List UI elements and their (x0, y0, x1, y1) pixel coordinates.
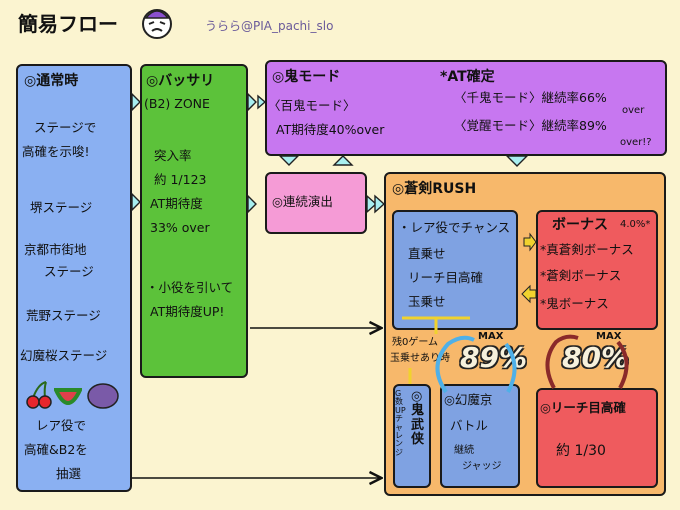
connector-triangle (131, 192, 141, 212)
plum-icon (86, 380, 120, 410)
loop-rate-right: 80% (562, 341, 630, 374)
remaining-note: 玉乗せあり時 (390, 353, 450, 364)
chance-line: 直乗せ (408, 246, 446, 261)
zone-line: 約 1/123 (154, 172, 207, 187)
bonus-panel (536, 210, 658, 330)
zone-panel (140, 64, 248, 378)
normal-foot: 抽選 (56, 466, 82, 481)
zone-note: AT期待度UP! (150, 304, 225, 319)
connector-triangle (374, 194, 386, 214)
kakusei-mode-line: 〈覚醒モード〉継続率89% (454, 118, 607, 133)
chance-line: 玉乗せ (408, 294, 446, 309)
loop-arrow-left (504, 342, 517, 393)
oni-bushi-panel (393, 384, 431, 488)
oni-heading: ◎鬼モード (272, 69, 341, 85)
rare-chance-panel (392, 210, 518, 330)
kakusei-mode-tail: over!? (620, 137, 652, 148)
bonus-item: *蒼剣ボーナス (540, 268, 622, 283)
yellow-arrow (521, 284, 537, 304)
watermelon-icon (52, 386, 84, 410)
normal-foot: 高確&B2を (24, 442, 88, 457)
oni-line: 〈百鬼モード〉 (268, 98, 356, 113)
max-label: MAX (596, 331, 622, 342)
senki-mode-line: 〈千鬼モード〉継続率66% (454, 90, 607, 105)
normal-line: 高確を示唆! (22, 144, 90, 159)
loop-arrow-right (616, 340, 629, 389)
normal-state-panel (16, 64, 132, 492)
chance-line: ・レア役でチャンス (398, 220, 511, 235)
oni-mode-panel (265, 60, 667, 156)
zone-note: ・小役を引いて (146, 280, 234, 295)
at-confirm-heading: *AT確定 (440, 69, 495, 85)
bonus-sub: 4.0%* (620, 219, 651, 230)
stage-item: 幻魔桜ステージ (20, 348, 108, 363)
connector-triangle (366, 194, 378, 214)
max-label: MAX (478, 331, 504, 342)
chance-line: リーチ目高確 (408, 270, 484, 285)
genma-line: バトル (450, 418, 488, 433)
renzoku-panel (265, 172, 367, 234)
yellow-arrow (523, 232, 537, 252)
cherry-icon (24, 380, 54, 410)
page-title: 簡易フロー (18, 12, 118, 36)
rush-heading: ◎蒼剣RUSH (392, 181, 477, 197)
connector-triangle (278, 155, 300, 166)
zone-subheading: (B2) ZONE (144, 96, 210, 111)
genma-line: 継続 (454, 445, 474, 456)
reach-rate: 約 1/30 (556, 443, 606, 459)
stage-item: ステージ (44, 264, 94, 279)
normal-line: ステージで (34, 120, 97, 135)
stage-item: 京都市街地 (24, 242, 87, 257)
normal-foot: レア役で (36, 418, 87, 433)
genma-line: ◎幻魔京 (444, 392, 493, 407)
mascot-icon (140, 6, 174, 40)
stage-item: 堺ステージ (30, 200, 93, 215)
genma-battle-panel (440, 384, 520, 488)
connector-triangle (247, 92, 257, 112)
zone-line: 突入率 (154, 148, 192, 163)
renzoku-label: ◎連続演出 (272, 194, 333, 209)
oni-bushi-label: ◎鬼武侠 (411, 389, 425, 447)
g-up-challenge-label: G数UPチャレンジ (395, 389, 406, 457)
reach-high-panel (536, 388, 658, 488)
zone-line: AT期待度 (150, 196, 203, 211)
loop-arrow-left (435, 335, 475, 394)
stage-item: 荒野ステージ (26, 308, 101, 323)
bonus-item: *鬼ボーナス (540, 296, 609, 311)
connector-triangle (505, 155, 529, 167)
loop-arrow-right (545, 334, 579, 389)
connector-triangle (131, 92, 141, 112)
connector-triangle (247, 194, 257, 214)
reach-heading: ◎リーチ目高確 (540, 400, 626, 415)
oni-line: AT期待度40%over (276, 122, 385, 137)
genma-line: ジャッジ (462, 461, 502, 472)
zone-line: 33% over (150, 220, 210, 235)
bonus-heading: ボーナス (552, 217, 608, 233)
connector-triangle (332, 155, 354, 166)
normal-heading: ◎通常時 (24, 73, 79, 89)
remaining-note: 残0ゲーム (392, 337, 439, 348)
author-credit: うらら@PIA_pachi_slo (205, 19, 334, 33)
zone-heading: ◎バッサリ (146, 73, 215, 89)
bonus-item: *真蒼剣ボーナス (540, 242, 634, 257)
connector-triangle (257, 94, 267, 110)
senki-mode-tail: over (622, 105, 645, 116)
